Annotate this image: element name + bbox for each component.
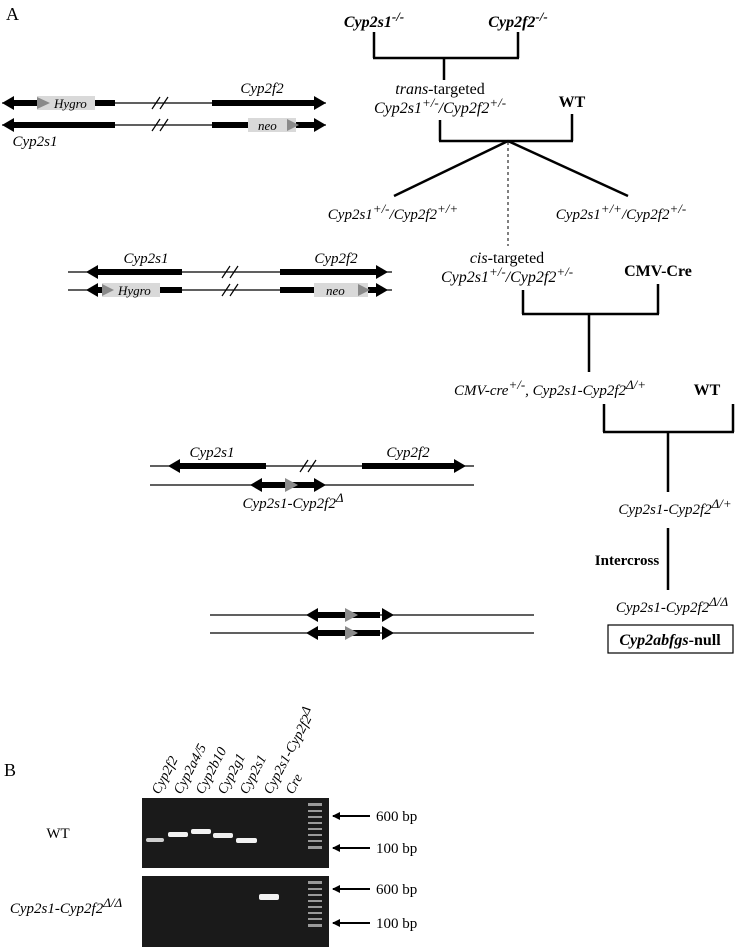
final-genotype: Cyp2s1-Cyp2f2Δ/Δ <box>616 594 729 616</box>
chromosome-diagram-4 <box>210 608 534 640</box>
panel-a-label: A <box>6 4 19 24</box>
marker-600bp-1: 600 bp <box>376 809 417 825</box>
marker-100bp-1: 100 bp <box>376 841 417 857</box>
offspring-left-genotype: Cyp2s1+/-/Cyp2f2+/+ <box>328 201 458 223</box>
gene-cyp2s1-3: Cyp2s1 <box>190 445 235 461</box>
cross1-bracket <box>372 32 520 80</box>
chromosome-diagram-1: Hygro neo Cyp2f2 Cyp2s1 <box>2 81 326 150</box>
cross4-genotype: Cyp2s1-Cyp2f2Δ/+ <box>618 496 731 518</box>
intercross-label: Intercross <box>595 553 660 569</box>
null-box-label: Cyp2abfgs-null <box>619 632 721 649</box>
size-markers <box>332 812 370 927</box>
gene-cyp2s1-1: Cyp2s1 <box>13 134 58 150</box>
lane-label-cre: Cre <box>283 772 306 797</box>
row-label-null: Cyp2s1-Cyp2f2Δ/Δ <box>10 895 123 917</box>
cis-targeted-genotype: Cyp2s1+/-/Cyp2f2+/- <box>441 264 573 286</box>
cross3-bracket <box>521 284 660 372</box>
lane-labels: Cyp2f2 Cyp2a4/5 Cyp2b10 Cyp2g1 Cyp2s1 Cy… <box>149 703 315 797</box>
cross4-bracket <box>602 404 735 492</box>
neo-marker-1: neo <box>258 118 277 133</box>
gel-null <box>142 876 329 947</box>
hygro-marker-1: Hygro <box>53 96 87 111</box>
marker-600bp-2: 600 bp <box>376 882 417 898</box>
cis-targeted-label: cis-targeted <box>470 250 544 267</box>
parent-cyp2s1-ko: Cyp2s1-/- <box>344 9 404 31</box>
row-label-wt: WT <box>46 826 69 842</box>
cross3-genotype: CMV-cre+/-, Cyp2s1-Cyp2f2Δ/+ <box>454 377 646 399</box>
wt-label-2: WT <box>694 382 721 399</box>
wt-label-1: WT <box>559 94 586 111</box>
neo-marker-2: neo <box>326 283 345 298</box>
gene-cyp2f2-2: Cyp2f2 <box>314 251 358 267</box>
chromosome-diagram-3: Cyp2s1 Cyp2f2 Cyp2s1-Cyp2f2Δ <box>150 445 474 512</box>
gene-cyp2s1-2: Cyp2s1 <box>124 251 169 267</box>
parent-cyp2f2-ko: Cyp2f2-/- <box>488 9 547 31</box>
panel-b-label: B <box>4 760 16 780</box>
cross2-bracket <box>393 114 629 198</box>
fusion-allele-label: Cyp2s1-Cyp2f2Δ <box>243 490 344 512</box>
hygro-marker-2: Hygro <box>117 283 151 298</box>
marker-100bp-2: 100 bp <box>376 916 417 932</box>
null-box <box>607 624 734 654</box>
trans-targeted-genotype: Cyp2s1+/-/Cyp2f2+/- <box>374 95 506 117</box>
gene-cyp2f2-1: Cyp2f2 <box>240 81 284 97</box>
offspring-right-genotype: Cyp2s1+/+/Cyp2f2+/- <box>556 201 686 223</box>
gene-cyp2f2-3: Cyp2f2 <box>386 445 430 461</box>
gel-wt <box>142 798 329 868</box>
trans-targeted-label: trans-targeted <box>395 81 484 98</box>
chromosome-diagram-2: Hygro neo Cyp2s1 Cyp2f2 <box>68 251 392 298</box>
cmv-cre-label: CMV-Cre <box>624 263 692 280</box>
